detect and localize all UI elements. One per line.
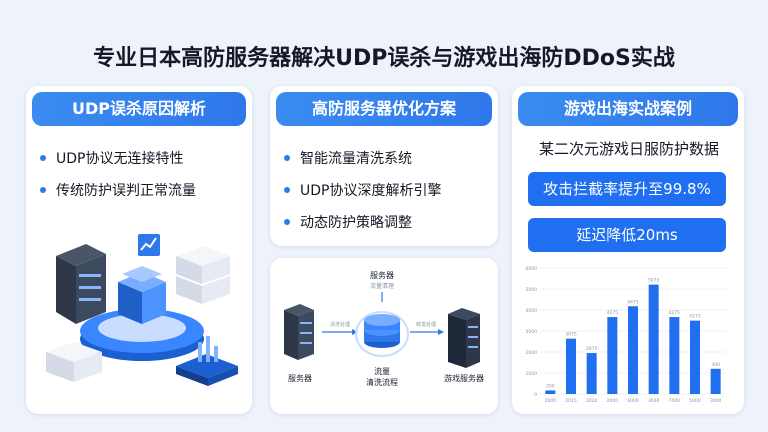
- y-tick-label: 6000: [526, 266, 538, 272]
- list-item: 智能流量清洗系统: [284, 148, 484, 168]
- card-optimization: 高防服务器优化方案 智能流量清洗系统 UDP协议深度解析引擎 动态防护策略调整: [270, 86, 498, 246]
- bar: [690, 320, 700, 394]
- left-label: 服务器: [288, 373, 312, 383]
- metric-interception-badge: 攻击拦截率提升至99.8%: [528, 172, 726, 206]
- x-tick-label: 2020: [586, 398, 598, 404]
- bar: [648, 284, 659, 394]
- center-label-1: 流量: [374, 366, 390, 376]
- center-label-2: 清洗流程: [366, 377, 398, 387]
- y-tick-label: 3000: [526, 329, 538, 335]
- bar: [607, 317, 618, 394]
- cloud-platform-icon: [80, 234, 204, 361]
- bar: [566, 338, 576, 394]
- list-item: UDP协议无连接特性: [40, 148, 238, 168]
- arrow-left-label: 清洗处理: [330, 321, 350, 328]
- x-tick-label: 2000: [545, 398, 557, 404]
- game-server-icon: [448, 308, 480, 368]
- optimization-list: 智能流量清洗系统 UDP协议深度解析引擎 动态防护策略调整: [270, 132, 498, 246]
- x-tick-label: 2015: [565, 398, 577, 404]
- x-tick-label: 3600: [648, 398, 660, 404]
- bar: [669, 317, 680, 394]
- list-item: 传统防护误判正常流量: [40, 180, 238, 200]
- bar: [710, 368, 721, 394]
- server-rack-icon: [56, 244, 106, 324]
- top-label: 服务器: [370, 270, 394, 280]
- bar-value-label: 3075: [565, 332, 577, 338]
- udp-reasons-list: UDP协议无连接特性 传统防护误判正常流量: [26, 132, 252, 222]
- y-tick-label: 4000: [526, 308, 538, 314]
- card-case-study-header: 游戏出海实战案例: [518, 92, 738, 126]
- x-tick-label: 5000: [689, 398, 701, 404]
- card-udp-reasons-header: UDP误杀原因解析: [32, 92, 246, 126]
- x-tick-label: 7000: [669, 398, 681, 404]
- analytics-chip-icon: [176, 336, 238, 386]
- y-tick-label: 2000: [526, 350, 538, 356]
- list-item: 动态防护策略调整: [284, 212, 484, 232]
- traffic-scrubbing-icon: [355, 311, 409, 357]
- arrow-right-label: 转发处理: [416, 321, 436, 328]
- bar-value-label: 5075: [648, 278, 660, 284]
- y-tick-label: 1000: [526, 371, 538, 377]
- card-optimization-header: 高防服务器优化方案: [276, 92, 492, 126]
- bar: [586, 353, 597, 394]
- case-study-subtitle: 某二次元游戏日服防护数据: [538, 140, 719, 158]
- card-udp-reasons: UDP误杀原因解析 UDP协议无连接特性 传统防护误判正常流量: [26, 86, 252, 414]
- top-sublabel: 流量清理: [370, 282, 394, 290]
- metric-latency-badge: 延迟降低20ms: [528, 218, 726, 252]
- bar-value-label: 200: [546, 383, 555, 389]
- bar: [628, 306, 638, 394]
- server-icon: [46, 342, 102, 382]
- page-title: 专业日本高防服务器解决UDP误杀与游戏出海防DDoS实战: [93, 46, 675, 71]
- bar-value-label: 2075: [586, 346, 598, 352]
- y-tick-label: 5000: [526, 287, 538, 293]
- bar-value-label: 4275: [689, 314, 701, 320]
- bar-chart: 6000 5000 4000 3000 2000 1000 0 200 2000 3075 2015…: [526, 266, 726, 404]
- list-item: UDP协议深度解析引擎: [284, 180, 484, 200]
- x-tick-label: 2000: [607, 398, 619, 404]
- server-icon: [176, 246, 230, 304]
- y-tick-label: 0: [534, 392, 537, 398]
- server-illustration: [46, 234, 238, 386]
- bar-value-label: 4275: [669, 310, 681, 316]
- x-tick-label: 6000: [627, 398, 639, 404]
- card-flow-diagram: 服务器 流量清理 服务器 清洗处理 转发处理 流量 清洗流程: [270, 258, 498, 414]
- bar: [545, 390, 556, 394]
- bar-value-label: 4475: [627, 299, 639, 305]
- bar-value-label: 4275: [607, 310, 619, 316]
- right-label: 游戏服务器: [444, 373, 484, 383]
- flow-diagram: 服务器 流量清理 服务器 清洗处理 转发处理 流量 清洗流程: [284, 270, 484, 387]
- bar-value-label: 400: [711, 362, 720, 368]
- server-icon: [284, 304, 314, 360]
- x-tick-label: 3000: [710, 398, 722, 404]
